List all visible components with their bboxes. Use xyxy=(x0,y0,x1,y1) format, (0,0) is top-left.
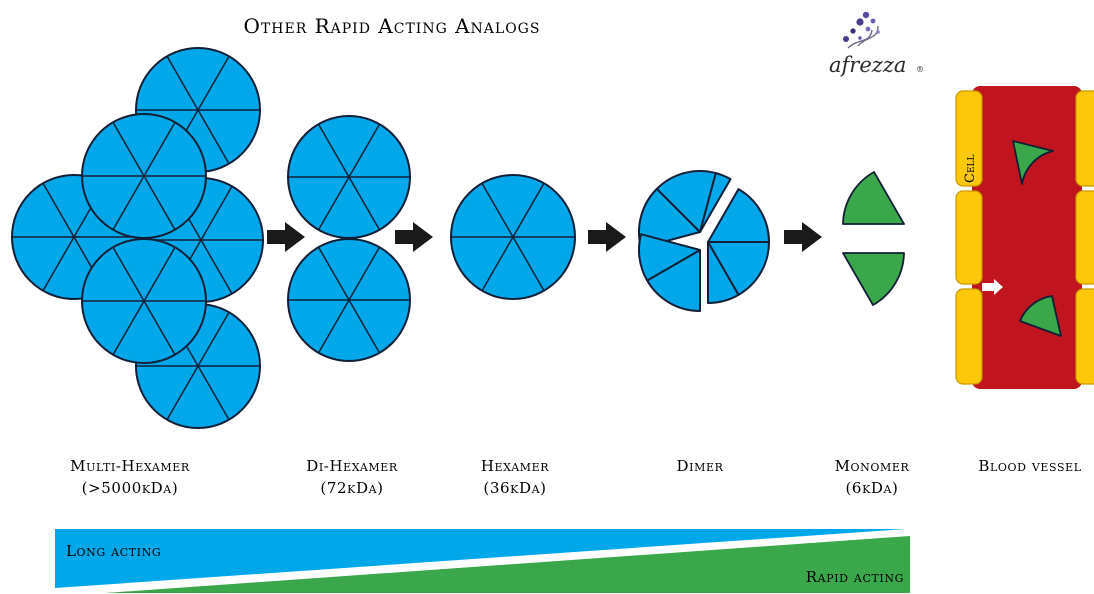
stage-label-size: (6kDa) xyxy=(845,479,898,497)
insulin-hexamer-icon xyxy=(287,115,411,239)
insulin-dimer-half-icon xyxy=(638,233,701,312)
registered-mark: ® xyxy=(916,65,924,74)
insulin-hexamer-icon xyxy=(81,113,207,239)
insulin-monomer-icon xyxy=(842,171,905,225)
rapid-acting-wedge xyxy=(105,536,910,593)
cell-left-2 xyxy=(955,190,983,285)
cell-label: Cell xyxy=(963,155,978,183)
afrezza-wordmark: afrezza xyxy=(829,53,906,77)
cell-right-2 xyxy=(1075,190,1094,285)
stage-label-name: Multi-Hexamer xyxy=(70,457,190,475)
acting-scale-bar: Long acting Rapid acting xyxy=(55,529,910,593)
right-arrow-icon xyxy=(395,222,433,252)
right-arrow-icon xyxy=(267,222,305,252)
cell-left-3 xyxy=(955,288,983,385)
stage-label-name: Di-Hexamer xyxy=(306,457,398,475)
insulin-hexamer-icon xyxy=(287,238,411,362)
insulin-monomer-sector xyxy=(707,241,740,304)
insulin-monomer-sector xyxy=(707,241,770,296)
diagram-title: Other Rapid Acting Analogs xyxy=(244,14,541,38)
dimer xyxy=(638,170,770,312)
cell-right-1 xyxy=(1075,90,1094,187)
long-acting-label: Long acting xyxy=(66,542,161,560)
insulin-monomer-icon xyxy=(842,252,905,306)
afrezza-logo-icon: afrezza ® xyxy=(829,11,924,77)
stage-labels: Multi-Hexamer (>5000kDa) Di-Hexamer (72k… xyxy=(70,457,1081,497)
insulin-monomer-sector xyxy=(699,172,732,233)
right-arrow-icon xyxy=(784,222,822,252)
stage-label-name: Hexamer xyxy=(481,457,549,475)
stage-label-size: (36kDa) xyxy=(483,479,546,497)
vessel-lumen xyxy=(972,86,1082,389)
insulin-dimer-half-icon xyxy=(707,188,770,304)
insulin-dimer-half-icon xyxy=(638,170,732,249)
long-acting-wedge xyxy=(55,529,906,588)
di-hexamer xyxy=(287,115,411,362)
cell-left-1 xyxy=(955,90,983,187)
cell-right-3 xyxy=(1075,288,1094,385)
insulin-monomer-sector xyxy=(707,188,770,243)
hexamer xyxy=(450,174,576,300)
multi-hexamer-cluster xyxy=(11,47,264,429)
white-arrow-icon xyxy=(982,279,1003,295)
insulin-monomer-sector xyxy=(638,233,701,282)
blood-vessel-icon: Cell xyxy=(955,86,1094,389)
insulin-monomer-sector xyxy=(655,170,717,233)
insulin-monomer-icon xyxy=(1019,295,1062,337)
right-arrow-icon xyxy=(588,222,626,252)
insulin-monomer-icon xyxy=(1012,140,1054,185)
stage-label-name: Blood vessel xyxy=(978,457,1081,475)
stage-label-name: Monomer xyxy=(835,457,910,475)
stage-label-name: Dimer xyxy=(677,457,724,475)
insulin-hexamer-icon xyxy=(81,238,207,364)
stage-label-size: (>5000kDa) xyxy=(82,479,179,497)
stage-label-size: (72kDa) xyxy=(320,479,383,497)
insulin-monomer-sector xyxy=(646,249,701,312)
rapid-acting-label: Rapid acting xyxy=(806,568,904,586)
